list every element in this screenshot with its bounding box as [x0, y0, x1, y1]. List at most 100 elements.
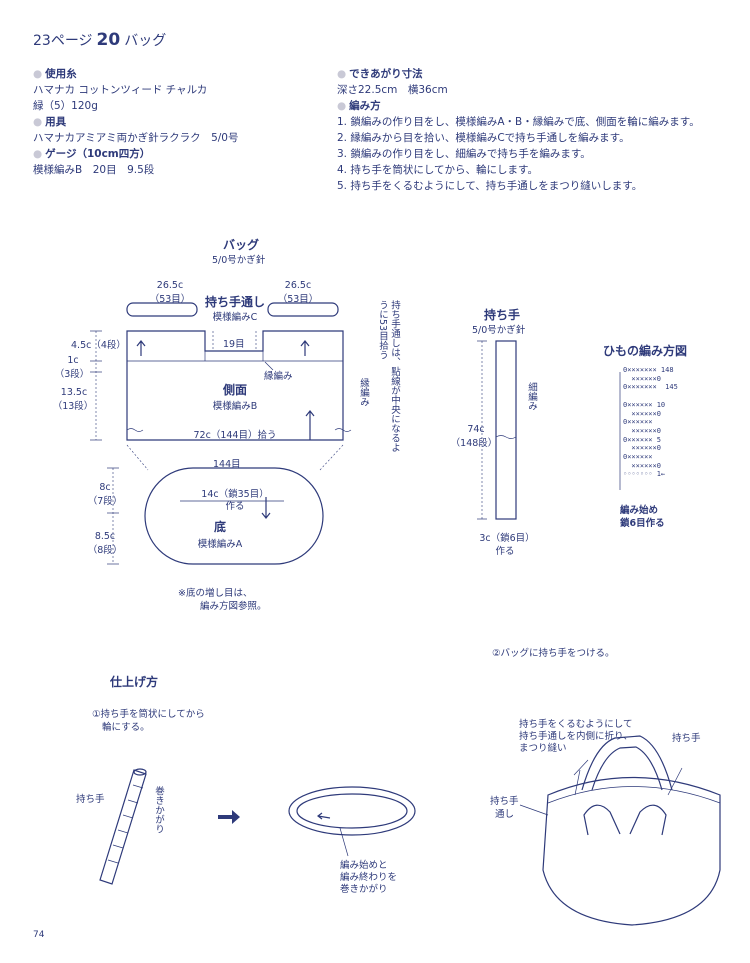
chart-row: ××××××0 — [623, 374, 661, 383]
base-height-1-rows: （7段） — [87, 496, 123, 507]
handle-title: 持ち手 — [484, 308, 521, 322]
method-step-2: 2. 縁編みから目を拾い、模様編みCで持ち手通しを編みます。 — [337, 132, 630, 144]
base-height-1: 8c — [99, 482, 111, 493]
height-2: 1c — [67, 355, 79, 366]
handle-pattern: 細編み — [526, 382, 537, 411]
height-3-rows: （13段） — [52, 401, 94, 412]
chart-row: ××××××0 — [623, 409, 661, 418]
cord-start-label-2: 鎖6目作る — [620, 518, 665, 529]
pickup-label: 72c（144目）拾う — [193, 430, 277, 441]
finishing-step-1-line-2: 輪にする。 — [102, 722, 150, 733]
finished-heading: できあがり寸法 — [337, 66, 737, 82]
loop-right-stitches: （53目） — [277, 294, 319, 305]
method-step-3: 3. 鎖編みの作り目をし、細編みで持ち手を編みます。 — [337, 148, 591, 160]
finished-line: 深さ22.5cm 横36cm — [337, 84, 448, 96]
pattern-number: 20 — [96, 30, 121, 50]
base-height-2-rows: （8段） — [87, 545, 123, 556]
height-3: 13.5c — [60, 387, 88, 398]
handle-label-2: 持ち手 — [672, 733, 701, 744]
cord-chart-title: ひもの編み方図 — [603, 344, 688, 358]
edge-label: 縁編み — [264, 371, 293, 382]
cord-chart-grid: 0××××××× 148 ××××××0 0××××××× 145 0×××××… — [623, 366, 678, 479]
tools-line: ハマナカアミアミ両かぎ針ラクラク 5/0号 — [33, 132, 239, 144]
method-step-1: 1. 鎖編みの作り目をし、模様編みA・B・縁編みで底、側面を輪に編みます。 — [337, 116, 700, 128]
center-stitches: 19目 — [223, 339, 245, 350]
base-chain-make: 作る — [225, 501, 245, 512]
base-chain: 14c（鎖35目） — [201, 489, 269, 500]
chart-row: 0×××××× 5 — [623, 435, 661, 444]
handle-strip — [495, 340, 517, 520]
handle-hook: 5/0号かぎ針 — [472, 325, 526, 336]
join-label-1: 編み始めと — [340, 860, 388, 871]
cord-start-label: 編み始め — [620, 505, 659, 516]
base-oval — [144, 467, 324, 565]
handle-loop-title: 持ち手通し — [204, 295, 265, 309]
gauge-heading: ゲージ（10cm四方） — [33, 146, 333, 162]
wrap-label-3: まつり縫い — [519, 743, 567, 754]
chart-row: ××××××0 — [623, 426, 661, 435]
loop-left-length: 26.5c — [156, 280, 184, 291]
base-note-1: ※底の増し目は、 — [178, 588, 253, 599]
chart-row: ××××××0 — [623, 444, 661, 453]
base-note-2: 編み方図参照。 — [200, 601, 267, 612]
chart-row: 0×××××× — [623, 418, 653, 427]
method-step-4: 4. 持ち手を筒状にしてから、輪にします。 — [337, 164, 538, 176]
finishing-step-1-line-1: ①持ち手を筒状にしてから — [92, 709, 205, 720]
handle-loop-pattern: 模様編みC — [212, 312, 258, 323]
page-number: 74 — [33, 930, 45, 940]
base-stitches: 144目 — [213, 459, 241, 470]
yarn-line-2: 緑（5）120g — [33, 100, 98, 112]
materials-section: 使用糸 ハマナカ コットンツィード チャルカ 緑（5）120g 用具 ハマナカア… — [33, 66, 333, 178]
method-heading: 編み方 — [337, 98, 737, 114]
chart-row: ××××××0 — [623, 461, 661, 470]
chart-row: 0×××××× — [623, 453, 653, 462]
side-panel-outline — [126, 330, 344, 441]
side-note: 持ち手通しは、點線が中央になるように53目拾う — [377, 300, 400, 452]
whip-stitch-label: 巻きかがり — [153, 786, 164, 834]
loop-label-2: 通し — [495, 809, 515, 820]
chart-row: 0×××××× 10 — [623, 400, 666, 409]
chart-row — [623, 392, 678, 401]
join-label-3: 巻きかがり — [340, 884, 388, 895]
method-section: できあがり寸法 深さ22.5cm 横36cm 編み方 1. 鎖編みの作り目をし、… — [337, 66, 737, 194]
wrap-label-1: 持ち手をくるむようにして — [519, 719, 633, 730]
handle-width: 3c（鎖6目） — [479, 533, 535, 544]
chart-row: 0××××××× 145 — [623, 383, 678, 392]
base-height-2: 8.5c — [94, 531, 116, 542]
base-pattern: 模様編みA — [197, 539, 243, 550]
method-step-5: 5. 持ち手をくるむようにして、持ち手通しをまつり縫いします。 — [337, 180, 643, 192]
tools-heading: 用具 — [33, 114, 333, 130]
height-1: 4.5c（4段） — [71, 340, 126, 351]
page-ref: 23ページ — [33, 33, 93, 49]
gauge-line: 模様編みB 20目 9.5段 — [33, 164, 155, 176]
height-2-rows: （3段） — [54, 369, 90, 380]
handle-length: 74c — [467, 424, 485, 435]
finished-bag-illustration — [519, 735, 721, 926]
base-title: 底 — [213, 520, 226, 534]
side-title: 側面 — [222, 383, 247, 397]
side-pattern: 模様編みB — [212, 401, 258, 412]
rolled-handle-illustration — [99, 768, 147, 885]
finishing-title: 仕上げ方 — [110, 675, 159, 689]
handle-ring-illustration — [288, 786, 416, 857]
handle-loop-strip-left — [126, 302, 198, 317]
loop-label-1: 持ち手 — [490, 796, 519, 807]
yarn-line-1: ハマナカ コットンツィード チャルカ — [33, 84, 208, 96]
handle-width-make: 作る — [495, 546, 515, 557]
handle-length-rows: （148段） — [450, 438, 498, 449]
chart-row: 0××××××× 148 — [623, 366, 674, 374]
chart-row: ◦◦◦◦◦◦◦ 1← — [623, 470, 666, 479]
loop-right-length: 26.5c — [284, 280, 312, 291]
wrap-label-2: 持ち手通しを内側に折り、 — [519, 731, 633, 742]
bag-diagram-title: バッグ — [223, 238, 260, 252]
join-label-2: 編み終わりを — [340, 872, 398, 883]
handle-loop-strip-right — [267, 302, 339, 317]
yarn-heading: 使用糸 — [33, 66, 333, 82]
edge-vertical-label: 縁編み — [358, 378, 369, 407]
loop-left-stitches: （53目） — [149, 294, 191, 305]
finishing-step-2: ②バッグに持ち手をつける。 — [492, 648, 615, 659]
pattern-title: バッグ — [124, 33, 167, 49]
bag-hook: 5/0号かぎ針 — [212, 255, 266, 266]
